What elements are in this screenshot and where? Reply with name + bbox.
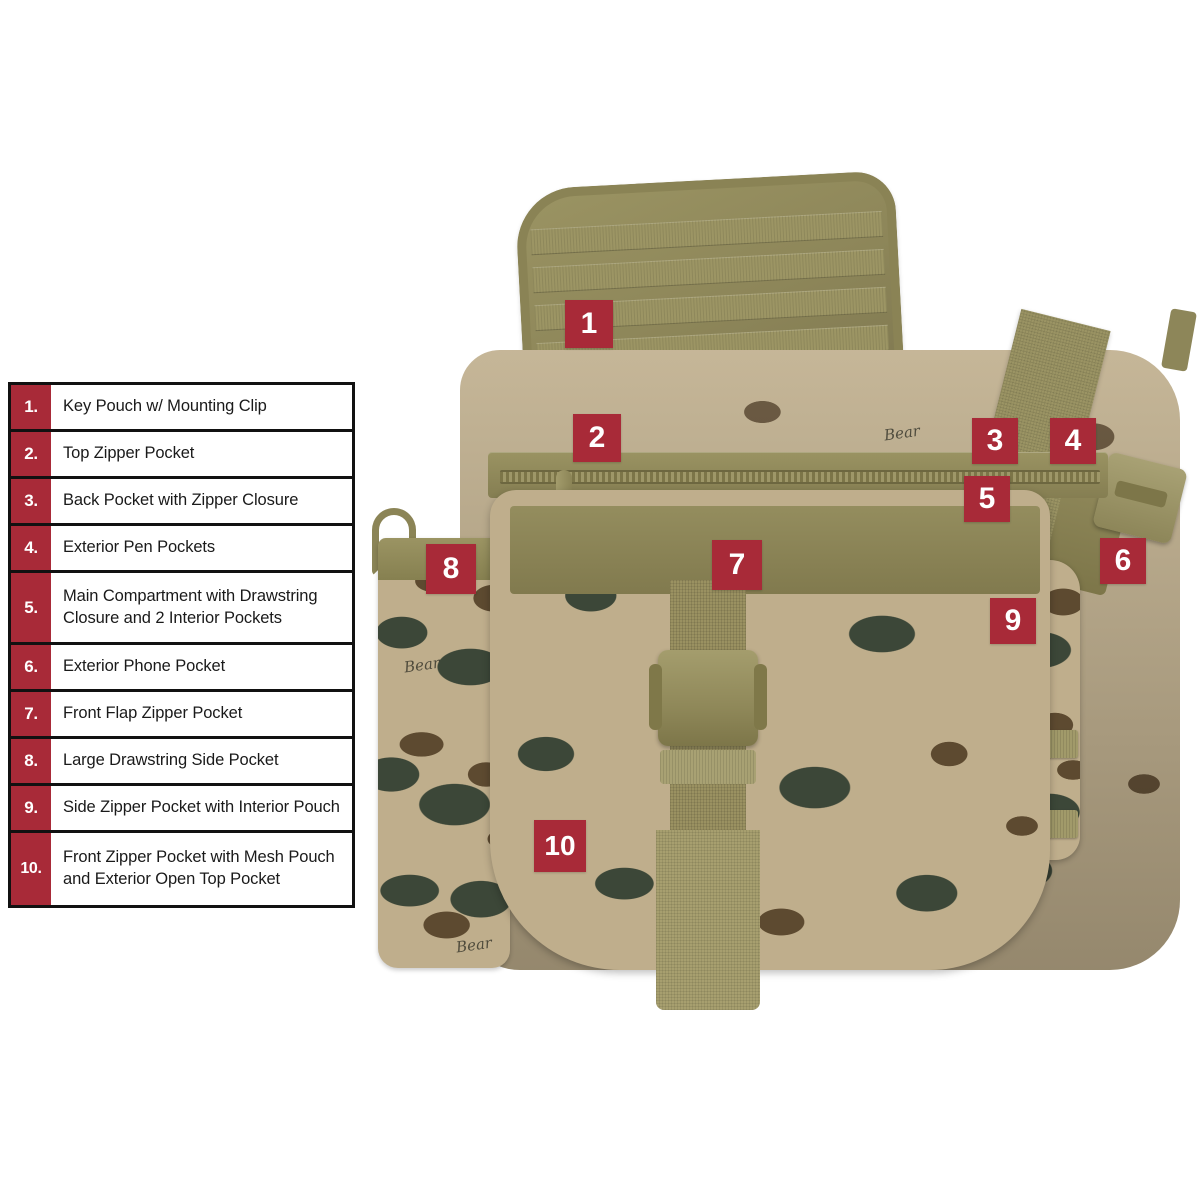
legend-row[interactable]: 4. Exterior Pen Pockets [11, 526, 352, 573]
callout-marker-3[interactable]: 3 [972, 418, 1018, 464]
callout-marker-2[interactable]: 2 [573, 414, 621, 462]
left-drawstring-pocket [378, 538, 510, 968]
callout-marker-1[interactable]: 1 [565, 300, 613, 348]
legend-number: 1. [11, 385, 51, 429]
legend-number: 5. [11, 573, 51, 642]
callout-marker-4[interactable]: 4 [1050, 418, 1096, 464]
legend-number: 9. [11, 786, 51, 830]
legend-label: Exterior Pen Pockets [63, 538, 216, 557]
front-flap-zipper-panel [510, 506, 1040, 594]
callout-marker-10[interactable]: 10 [534, 820, 586, 872]
top-zipper-teeth [500, 470, 1100, 484]
callout-marker-6[interactable]: 6 [1100, 538, 1146, 584]
legend-row[interactable]: 10. Front Zipper Pocket with Mesh Pouch … [11, 833, 352, 905]
legend-label: Key Pouch w/ Mounting Clip [63, 397, 267, 416]
legend-label: Side Zipper Pocket with Interior Pouch [63, 798, 340, 817]
legend-row[interactable]: 8. Large Drawstring Side Pocket [11, 739, 352, 786]
legend-label: Front Flap Zipper Pocket [63, 704, 243, 723]
legend-row[interactable]: 1. Key Pouch w/ Mounting Clip [11, 385, 352, 432]
legend-label: Main Compartment with Drawstring Closure… [63, 586, 318, 627]
callout-marker-8[interactable]: 8 [426, 544, 476, 594]
legend-number: 7. [11, 692, 51, 736]
bottom-strap [656, 830, 760, 1010]
buckle-lower-webbing [660, 750, 756, 784]
feature-legend-table: 1. Key Pouch w/ Mounting Clip 2. Top Zip… [8, 382, 355, 908]
legend-row[interactable]: 3. Back Pocket with Zipper Closure [11, 479, 352, 526]
legend-label: Front Zipper Pocket with Mesh Pouch and … [63, 848, 335, 888]
side-release-buckle [649, 650, 767, 746]
legend-label: Exterior Phone Pocket [63, 657, 226, 676]
legend-number: 10. [11, 833, 51, 905]
legend-label: Large Drawstring Side Pocket [63, 751, 279, 770]
legend-row[interactable]: 6. Exterior Phone Pocket [11, 645, 352, 692]
legend-label: Top Zipper Pocket [63, 444, 195, 463]
legend-row[interactable]: 2. Top Zipper Pocket [11, 432, 352, 479]
strap-tab [1160, 308, 1198, 372]
legend-number: 6. [11, 645, 51, 689]
legend-number: 8. [11, 739, 51, 783]
callout-marker-9[interactable]: 9 [990, 598, 1036, 644]
legend-number: 2. [11, 432, 51, 476]
callout-marker-5[interactable]: 5 [964, 476, 1010, 522]
legend-row[interactable]: 5. Main Compartment with Drawstring Clos… [11, 573, 352, 645]
legend-label: Back Pocket with Zipper Closure [63, 491, 299, 510]
callout-marker-7[interactable]: 7 [712, 540, 762, 590]
legend-number: 4. [11, 526, 51, 570]
product-photo: Bear Bear Bear 1 2 3 4 5 6 7 8 9 10 [360, 170, 1200, 1030]
legend-row[interactable]: 9. Side Zipper Pocket with Interior Pouc… [11, 786, 352, 833]
legend-row[interactable]: 7. Front Flap Zipper Pocket [11, 692, 352, 739]
legend-number: 3. [11, 479, 51, 523]
